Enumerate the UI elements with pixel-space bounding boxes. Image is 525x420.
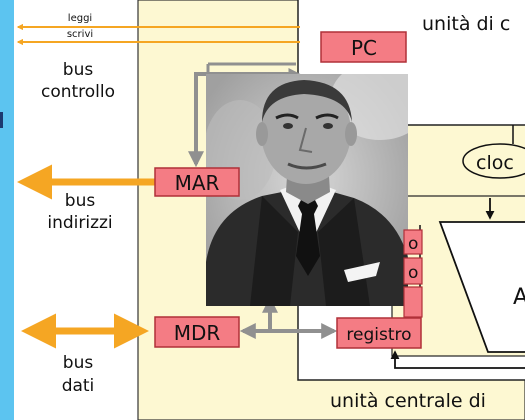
stack-register-2 bbox=[403, 257, 423, 285]
alu-shape bbox=[438, 221, 525, 353]
stack-register-2-label: o bbox=[408, 263, 418, 283]
read-label: leggi bbox=[68, 13, 92, 24]
alu-feedback-path bbox=[390, 350, 525, 369]
control-unit-title: unità di c bbox=[422, 13, 510, 35]
alu-label: A bbox=[513, 285, 525, 310]
mdr-label: MDR bbox=[174, 321, 221, 345]
stack-register-3 bbox=[403, 286, 423, 318]
mdr-register bbox=[154, 316, 240, 348]
registro-register bbox=[336, 317, 422, 349]
stack-register-1 bbox=[403, 229, 423, 255]
address-bus-label-1: bus bbox=[65, 191, 96, 211]
mar-register bbox=[154, 167, 240, 197]
portrait-photo bbox=[206, 74, 408, 306]
cpu-bottom-title: unità centrale di bbox=[330, 390, 486, 412]
clock-label: cloc bbox=[476, 152, 514, 174]
mar-label: MAR bbox=[175, 171, 220, 195]
memory-label-fragment bbox=[0, 112, 3, 128]
memory-strip bbox=[0, 0, 14, 420]
data-bus-label-2: dati bbox=[62, 376, 95, 396]
control-bus-label-1: bus bbox=[63, 60, 94, 80]
control-bus-label-2: controllo bbox=[41, 82, 115, 102]
stack-register-1-label: o bbox=[408, 234, 418, 254]
address-bus-label-2: indirizzi bbox=[47, 213, 112, 233]
write-label: scrivi bbox=[67, 29, 93, 40]
registro-label: registro bbox=[346, 325, 411, 345]
data-bus-label-1: bus bbox=[63, 353, 94, 373]
pc-label: PC bbox=[351, 36, 377, 60]
clock-ellipse bbox=[462, 143, 525, 179]
pc-register bbox=[320, 31, 407, 63]
